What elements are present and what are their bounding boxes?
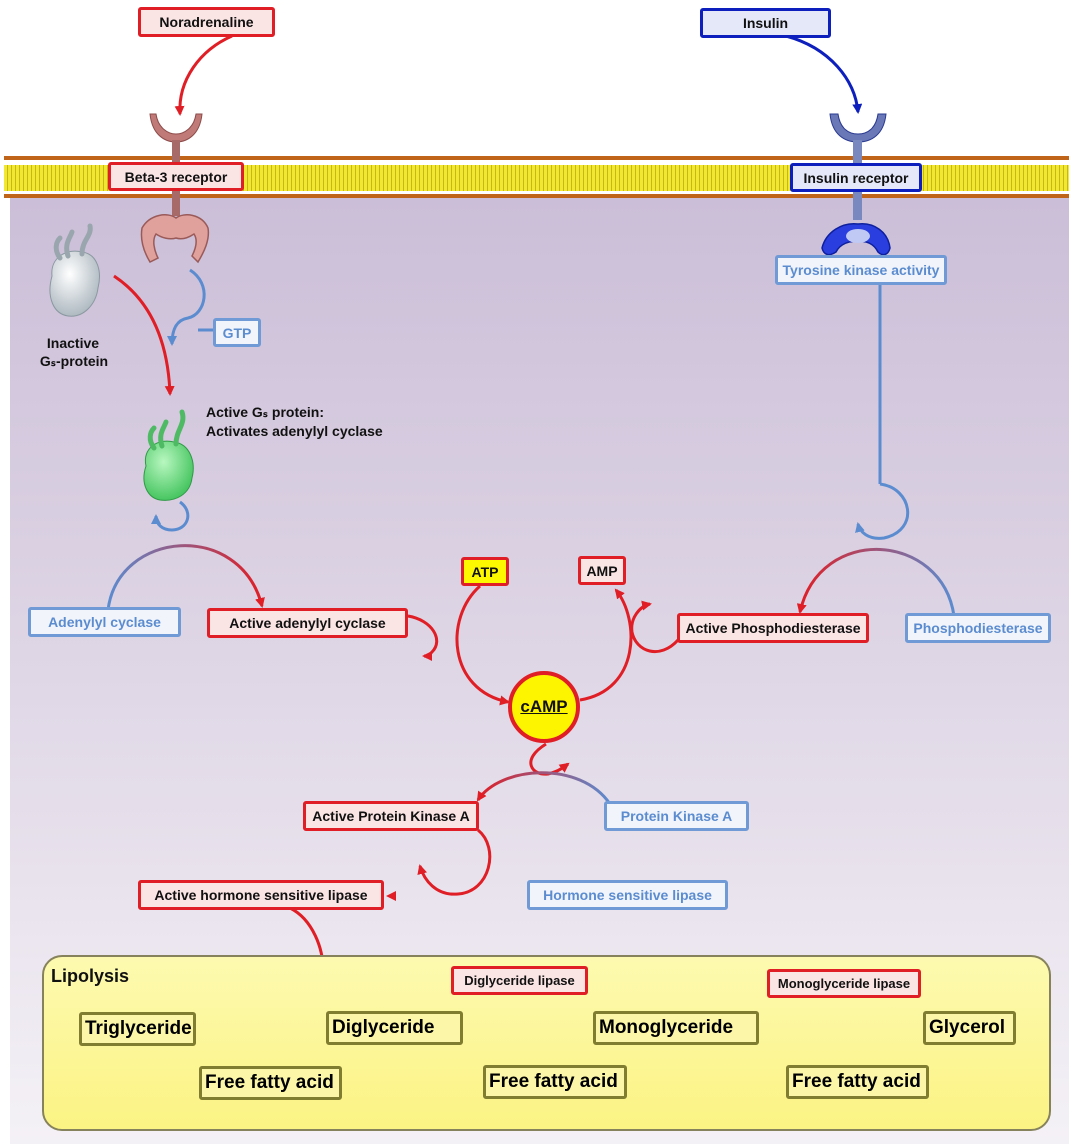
pka-label: Protein Kinase A	[604, 801, 749, 831]
pka-curl	[417, 828, 492, 896]
active-hsl-label: Active hormone sensitive lipase	[138, 880, 384, 910]
active-pka-label: Active Protein Kinase A	[303, 801, 479, 831]
beta3-receptor-shape	[140, 113, 210, 264]
inactive-g-protein-label: Inactive	[46, 335, 100, 351]
adenylyl-cyclase-label: Adenylyl cyclase	[28, 607, 181, 637]
active-adenylyl-cyclase-label: Active adenylyl cyclase	[207, 608, 408, 638]
tyrosine-kinase-label: Tyrosine kinase activity	[775, 255, 947, 285]
camp-curl	[529, 742, 570, 776]
insulin-arrow	[785, 34, 863, 114]
diglyceride-lipase-label: Diglyceride lipase	[451, 966, 588, 995]
pde-label: Phosphodiesterase	[905, 613, 1051, 643]
free-fatty-acid-box-1: Free fatty acid	[199, 1066, 342, 1100]
active-pde-label: Active Phosphodiesterase	[677, 613, 869, 643]
ac-curl	[407, 614, 439, 662]
tyrosine-kinase-curl	[855, 482, 910, 540]
inactive-g-protein-shape	[49, 223, 100, 317]
diglyceride-box: Diglyceride	[326, 1011, 463, 1045]
g-protein-curl	[151, 500, 190, 532]
lipolysis-title: Lipolysis	[51, 966, 130, 986]
noradrenaline-label: Noradrenaline	[138, 7, 275, 37]
amp-label: AMP	[578, 556, 626, 585]
pde-curl	[630, 600, 680, 653]
active-g-protein-label: Active Gₛ protein:	[206, 404, 325, 420]
monoglyceride-lipase-label: Monoglyceride lipase	[767, 969, 921, 998]
atp-label: ATP	[461, 557, 509, 586]
insulin-receptor-label: Insulin receptor	[790, 163, 922, 192]
adenylyl-cyclase-arc	[106, 544, 265, 611]
insulin-receptor-shape	[821, 113, 891, 256]
gtp-curl	[167, 268, 206, 346]
beta3-receptor-label: Beta-3 receptor	[108, 162, 244, 191]
inactive-g-protein-label-2: Gₛ-protein	[39, 353, 109, 369]
camp-to-amp-arc	[579, 588, 633, 702]
triglyceride-box: Triglyceride	[79, 1012, 196, 1046]
free-fatty-acid-box-3: Free fatty acid	[786, 1065, 929, 1099]
pka-arc	[476, 771, 612, 805]
noradrenaline-arrow	[174, 34, 233, 116]
monoglyceride-box: Monoglyceride	[593, 1011, 759, 1045]
active-g-protein-label-2: Activates adenylyl cyclase	[206, 423, 383, 439]
glycerol-box: Glycerol	[923, 1011, 1016, 1045]
free-fatty-acid-box-2: Free fatty acid	[483, 1065, 627, 1099]
atp-to-camp-arc	[455, 584, 510, 706]
phosphodiesterase-arc	[796, 548, 956, 617]
g-protein-activation-arrow	[113, 274, 175, 396]
insulin-label: Insulin	[700, 8, 831, 38]
gtp-label: GTP	[213, 318, 261, 347]
hsl-label: Hormone sensitive lipase	[527, 880, 728, 910]
camp-circle: cAMP	[508, 671, 580, 743]
active-g-protein-shape	[143, 409, 194, 501]
